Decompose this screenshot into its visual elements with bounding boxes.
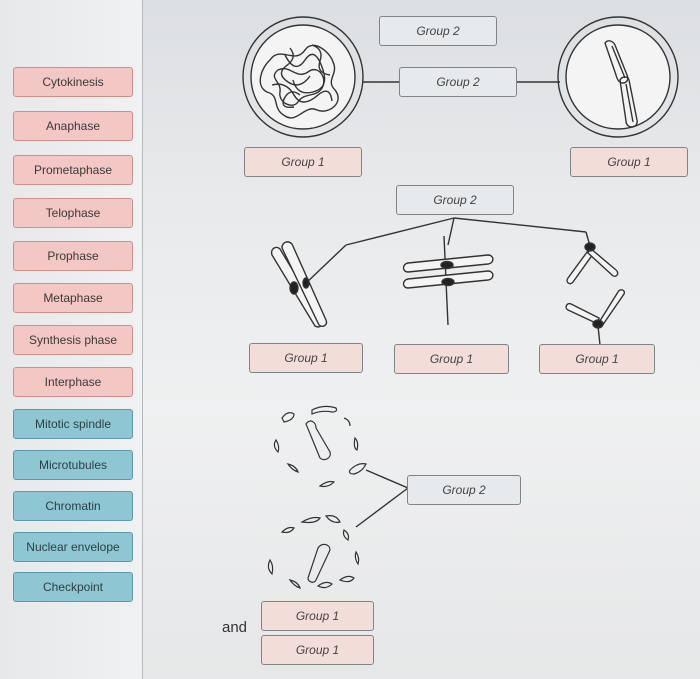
- chip-anaphase[interactable]: Anaphase: [13, 111, 133, 141]
- connector-line-chromo2: [447, 217, 455, 246]
- drop-target-group1-chromo2[interactable]: Group 1: [394, 344, 509, 374]
- and-label: and: [222, 619, 248, 636]
- chromosome-illustration-3: [565, 231, 626, 346]
- chip-microtubules[interactable]: Microtubules: [13, 450, 133, 480]
- drop-target-group1-bottom-b[interactable]: Group 1: [261, 635, 374, 665]
- chromosome-illustration-1: [270, 241, 328, 328]
- drop-target-group2-spindle[interactable]: Group 2: [396, 185, 514, 215]
- chip-synthesis-phase[interactable]: Synthesis phase: [13, 325, 133, 355]
- drop-target-group2-nuclei[interactable]: Group 2: [399, 67, 517, 97]
- chip-telophase[interactable]: Telophase: [13, 198, 133, 228]
- chip-nuclear-envelope[interactable]: Nuclear envelope: [13, 532, 133, 562]
- fragmented-envelope-illustration: [267, 405, 367, 589]
- drop-target-group1-left-cell[interactable]: Group 1: [244, 147, 362, 177]
- connector-line-chromo3: [453, 217, 587, 233]
- drop-target-group1-right-cell[interactable]: Group 1: [570, 147, 688, 177]
- drop-target-group2-top[interactable]: Group 2: [379, 16, 497, 46]
- chip-interphase[interactable]: Interphase: [13, 367, 133, 397]
- connector-line-dots-top: [365, 469, 409, 489]
- interphase-nucleus-illustration: [242, 16, 364, 138]
- chip-metaphase[interactable]: Metaphase: [13, 283, 133, 313]
- chip-checkpoint[interactable]: Checkpoint: [13, 572, 133, 602]
- drop-target-group1-chromo1[interactable]: Group 1: [249, 343, 363, 373]
- chip-mitotic-spindle[interactable]: Mitotic spindle: [13, 409, 133, 439]
- connector-line-chromo1: [345, 217, 455, 246]
- chip-chromatin[interactable]: Chromatin: [13, 491, 133, 521]
- connector-line-dots-bottom: [355, 487, 409, 528]
- chip-prophase[interactable]: Prophase: [13, 241, 133, 271]
- chromosome-illustration-2: [402, 235, 494, 326]
- chip-cytokinesis[interactable]: Cytokinesis: [13, 67, 133, 97]
- single-chromosome-nucleus-illustration: [557, 16, 679, 138]
- chip-prometaphase[interactable]: Prometaphase: [13, 155, 133, 185]
- spindle-line-chromo1: [303, 244, 347, 286]
- term-bank: Cytokinesis Anaphase Prometaphase Teloph…: [0, 0, 143, 679]
- drop-target-group1-bottom-a[interactable]: Group 1: [261, 601, 374, 631]
- drop-target-group1-chromo3[interactable]: Group 1: [539, 344, 655, 374]
- drop-target-group2-envelope[interactable]: Group 2: [407, 475, 521, 505]
